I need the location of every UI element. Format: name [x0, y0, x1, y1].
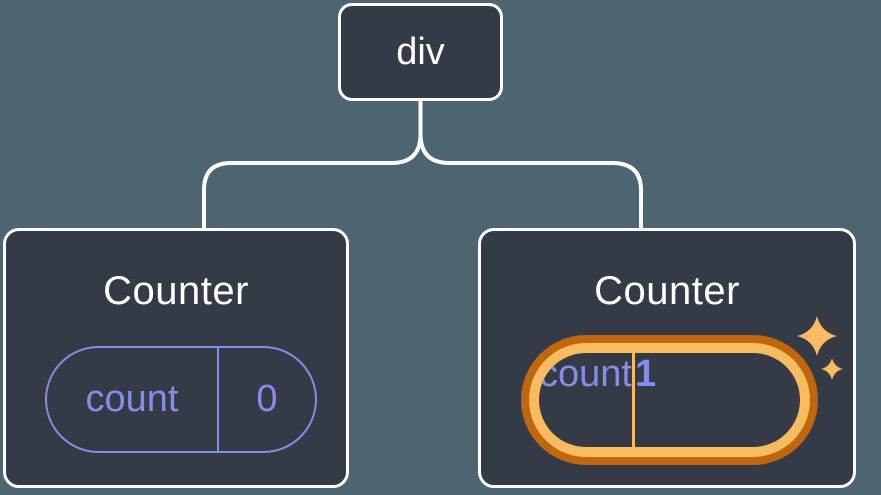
counter-node-right: Counter count 1: [478, 228, 856, 488]
state-pill-highlight-ring: count 1: [529, 343, 810, 457]
state-value: 1: [634, 353, 657, 395]
state-pill-divider: [217, 348, 219, 451]
counter-node-left: Counter count 0: [3, 228, 349, 488]
state-value: 0: [256, 378, 278, 420]
state-pill-inner: count 1: [539, 353, 800, 447]
root-node-div: div: [338, 3, 503, 101]
counter-title: Counter: [103, 269, 249, 313]
state-pill: count 0: [45, 346, 317, 453]
state-key-label: count: [539, 353, 632, 395]
state-pill-divider: [631, 353, 635, 447]
state-key-label: count: [85, 378, 179, 420]
state-pill-highlighted: count 1: [521, 335, 818, 465]
counter-title: Counter: [594, 269, 740, 313]
root-node-label: div: [396, 30, 445, 73]
